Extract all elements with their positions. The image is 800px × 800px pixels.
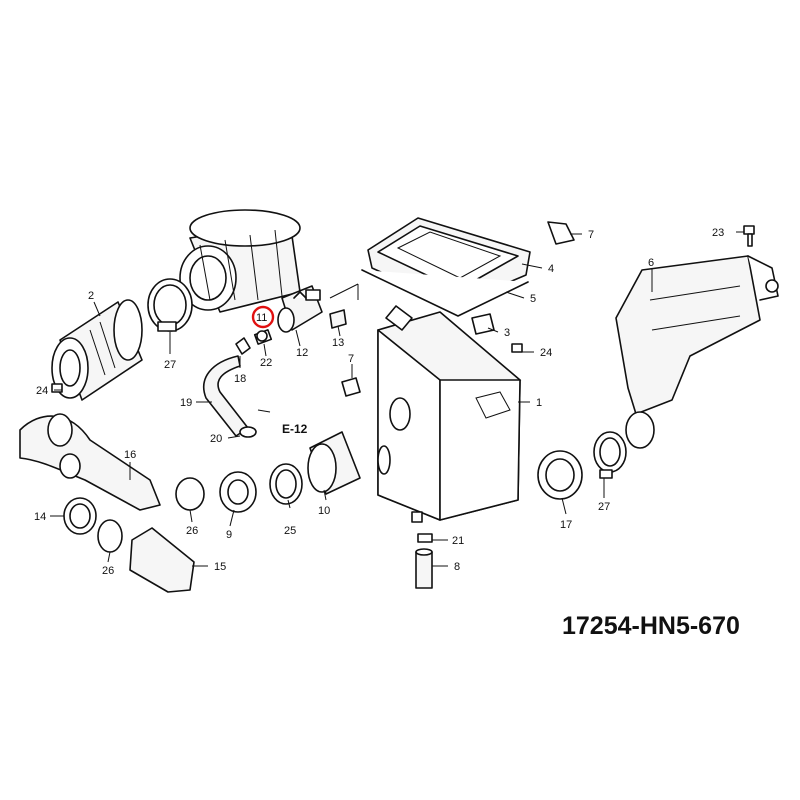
callout-9: 9 xyxy=(226,529,232,541)
airbox-lid xyxy=(361,217,531,317)
intake-cover xyxy=(129,527,195,593)
callout-5: 5 xyxy=(530,293,536,305)
callout-1: 1 xyxy=(536,397,542,409)
callout-24-left: 24 xyxy=(36,385,48,397)
hose-clamps xyxy=(97,477,205,553)
callout-labels: 2 27 11 12 13 22 18 19 20 E-12 24 16 14 … xyxy=(34,227,724,577)
callout-6: 6 xyxy=(648,257,654,269)
drain-tube xyxy=(415,533,433,589)
callout-23: 23 xyxy=(712,227,724,239)
callout-7-right: 7 xyxy=(588,229,594,241)
filter-housing xyxy=(51,299,143,401)
leader-lines xyxy=(50,231,744,567)
callout-8: 8 xyxy=(454,561,460,573)
breather-tube xyxy=(203,337,271,438)
callout-2: 2 xyxy=(88,290,94,302)
callout-14: 14 xyxy=(34,511,46,523)
highlight-marker xyxy=(251,305,275,329)
callout-16: 16 xyxy=(124,449,136,461)
callout-12: 12 xyxy=(296,347,308,359)
callout-4: 4 xyxy=(548,263,554,275)
callout-26: 26 xyxy=(186,525,198,537)
callout-24-right: 24 xyxy=(540,347,552,359)
callout-10: 10 xyxy=(318,505,330,517)
reference-label: E-12 xyxy=(282,422,308,436)
callout-27: 27 xyxy=(164,359,176,371)
callout-26-left: 26 xyxy=(102,565,114,577)
callout-15: 15 xyxy=(214,561,226,573)
bolt-fastener xyxy=(51,343,523,393)
center-joints xyxy=(219,431,361,513)
callout-21: 21 xyxy=(452,535,464,547)
part-number: 17254-HN5-670 xyxy=(562,612,740,640)
clamp-ring xyxy=(147,278,193,332)
callout-11: 11 xyxy=(256,312,267,324)
airbox-body xyxy=(376,305,522,523)
callout-19: 19 xyxy=(180,397,192,409)
callout-20: 20 xyxy=(210,433,222,445)
sensor-assembly xyxy=(253,285,323,345)
air-duct xyxy=(615,255,779,449)
callout-13: 13 xyxy=(332,337,344,349)
bolt xyxy=(743,225,755,247)
callout-3: 3 xyxy=(504,327,510,339)
callout-27-right: 27 xyxy=(598,501,610,513)
joint-right xyxy=(537,431,627,500)
callout-22: 22 xyxy=(260,357,272,369)
callout-18: 18 xyxy=(234,373,246,385)
callout-17: 17 xyxy=(560,519,572,531)
callout-25: 25 xyxy=(284,525,296,537)
air-filter-element xyxy=(179,209,301,313)
small-clip xyxy=(329,309,347,329)
intake-tube-left xyxy=(19,413,161,535)
callout-7-left: 7 xyxy=(348,353,354,365)
